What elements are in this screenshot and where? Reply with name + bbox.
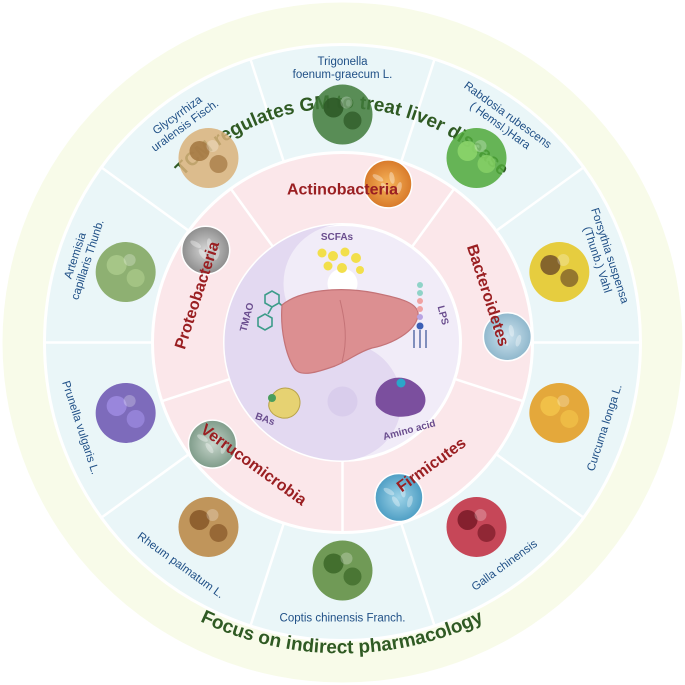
prunella-flower-icon: [96, 383, 156, 443]
herb-label-line: Coptis chinensis Franch.: [280, 613, 406, 625]
rhubarb-root-slices-icon: [178, 497, 238, 557]
herb-label-line: Trigonella: [317, 56, 368, 68]
core-purple-dot: [328, 387, 358, 417]
coptis-plant-icon: [313, 541, 373, 601]
herb-label-line: foenum-graecum L.: [293, 69, 393, 81]
forsythia-flower-icon: [529, 242, 589, 302]
herb-label: Coptis chinensis Franch.: [280, 613, 406, 625]
fenugreek-plant-icon: [313, 85, 373, 145]
galla-berries-icon: [447, 497, 507, 557]
rabdosia-leaves-icon: [447, 128, 507, 188]
bacteria-label: Actinobacteria: [287, 182, 398, 199]
core-yin-yang: SCFAs TMAO LPS: [225, 225, 461, 461]
scfas-label: SCFAs: [321, 232, 354, 243]
turmeric-root-icon: [529, 383, 589, 443]
artemisia-plant-icon: [96, 242, 156, 302]
licorice-root-slices-icon: [178, 128, 238, 188]
